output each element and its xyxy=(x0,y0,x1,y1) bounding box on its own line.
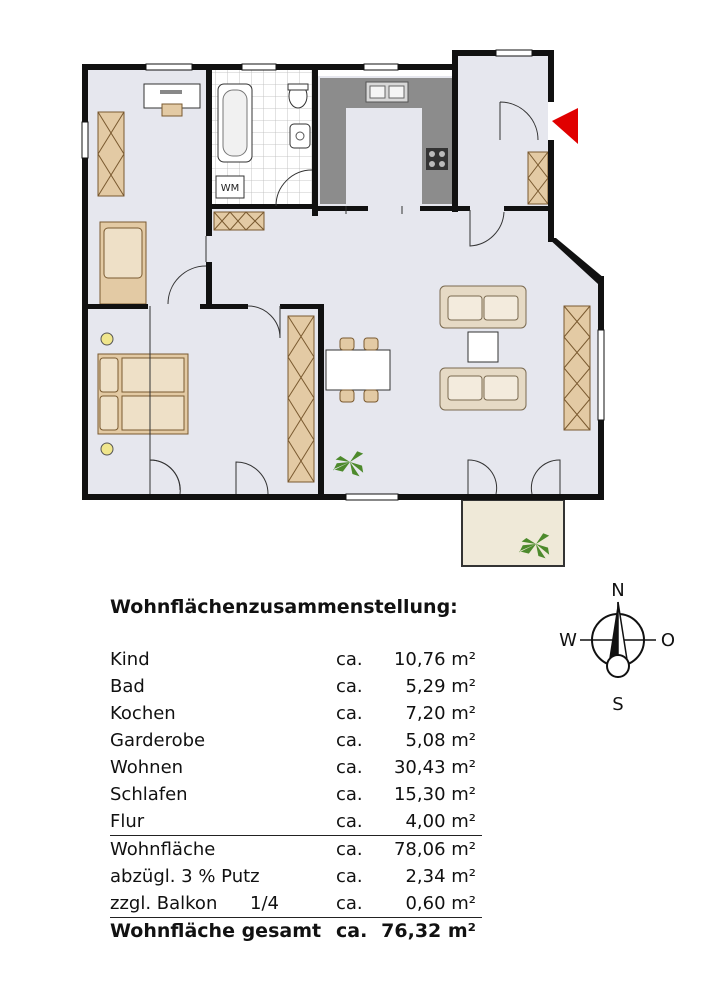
row-label: abzügl. 3 % Putz xyxy=(110,866,260,887)
row-ca: ca. xyxy=(336,920,368,942)
compass-east-label: O xyxy=(661,630,675,651)
summary-row-schlafen: Schlafen ca. 15,30 m² xyxy=(110,781,482,808)
row-label-fraction: 1/4 xyxy=(250,893,279,914)
row-label: zzgl. Balkon xyxy=(110,893,218,914)
kitchen-counter xyxy=(320,78,456,204)
summary-row-total: Wohnfläche gesamt ca. 76,32 m² xyxy=(110,918,482,945)
summary-title: Wohnflächenzusammenstellung: xyxy=(110,596,458,618)
bedroom-furniture xyxy=(97,332,189,456)
row-ca: ca. xyxy=(336,703,363,724)
row-label: Wohnfläche xyxy=(110,839,216,860)
wardrobes xyxy=(97,111,591,483)
row-label: Bad xyxy=(110,676,145,697)
row-ca: ca. xyxy=(336,893,363,914)
row-ca: ca. xyxy=(336,839,363,860)
compass-north-label: N xyxy=(611,580,624,601)
row-ca: ca. xyxy=(336,757,363,778)
bathroom-fixtures xyxy=(215,83,311,199)
row-label: Kind xyxy=(110,649,150,670)
row-ca: ca. xyxy=(336,784,363,805)
summary-row-wohnflaeche: Wohnfläche ca. 78,06 m² xyxy=(110,836,482,863)
row-ca: ca. xyxy=(336,730,363,751)
summary-row-garderobe: Garderobe ca. 5,08 m² xyxy=(110,727,482,754)
row-value: 0,60 m² xyxy=(405,893,476,914)
entrance-arrow-icon xyxy=(552,108,578,144)
summary-row-bad: Bad ca. 5,29 m² xyxy=(110,673,482,700)
area-summary: Wohnflächenzusammenstellung: Kind ca. 10… xyxy=(110,596,482,945)
summary-row-flur: Flur ca. 4,00 m² xyxy=(110,808,482,836)
row-value: 7,20 m² xyxy=(405,703,476,724)
summary-row-balkon: zzgl. Balkon 1/4 ca. 0,60 m² xyxy=(110,890,482,918)
row-label: Schlafen xyxy=(110,784,188,805)
row-value: 15,30 m² xyxy=(393,784,476,805)
kids-room-furniture xyxy=(99,83,201,305)
row-label: Kochen xyxy=(110,703,176,724)
doors xyxy=(149,101,561,495)
summary-row-putz: abzügl. 3 % Putz ca. 2,34 m² xyxy=(110,863,482,890)
row-ca: ca. xyxy=(336,676,363,697)
row-label: Flur xyxy=(110,811,145,832)
row-value: 10,76 m² xyxy=(393,649,476,670)
row-value: 5,08 m² xyxy=(405,730,476,751)
living-room-furniture xyxy=(325,285,527,411)
row-value: 2,34 m² xyxy=(405,866,476,887)
compass-west-label: W xyxy=(559,630,577,651)
row-value: 78,06 m² xyxy=(393,839,476,860)
row-value: 76,32 m² xyxy=(381,920,476,942)
balcony xyxy=(461,499,565,567)
row-value: 4,00 m² xyxy=(405,811,476,832)
summary-row-kind: Kind ca. 10,76 m² xyxy=(110,646,482,673)
floor-plan: WM xyxy=(81,49,605,567)
windows xyxy=(81,49,605,501)
compass-south-label: S xyxy=(612,694,623,714)
row-label: Garderobe xyxy=(110,730,206,751)
row-ca: ca. xyxy=(336,811,363,832)
row-ca: ca. xyxy=(336,649,363,670)
compass-icon: N S W O xyxy=(559,580,675,714)
washing-machine-label: WM xyxy=(221,183,240,194)
row-value: 5,29 m² xyxy=(405,676,476,697)
summary-row-kochen: Kochen ca. 7,20 m² xyxy=(110,700,482,727)
row-label: Wohnen xyxy=(110,757,184,778)
summary-row-wohnen: Wohnen ca. 30,43 m² xyxy=(110,754,482,781)
row-ca: ca. xyxy=(336,866,363,887)
row-value: 30,43 m² xyxy=(393,757,476,778)
row-label: Wohnfläche gesamt xyxy=(110,920,322,942)
